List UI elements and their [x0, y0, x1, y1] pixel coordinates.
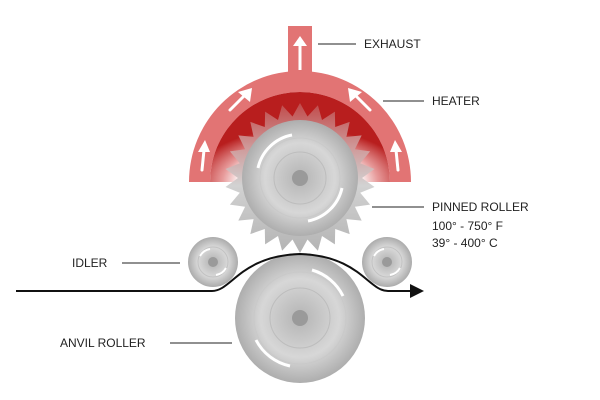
idler-left: [188, 237, 238, 287]
label-temp-c: 39° - 400° C: [432, 236, 498, 250]
idler-right: [362, 237, 412, 287]
label-pinned-roller: PINNED ROLLER: [432, 200, 529, 214]
pinned-roller: [225, 103, 375, 253]
rotation-arc-icon: [256, 133, 293, 169]
label-anvil-roller: ANVIL ROLLER: [60, 336, 146, 350]
web-direction-arrow-icon: [410, 284, 424, 298]
label-heater: HEATER: [432, 94, 480, 108]
rotation-arc-icon: [254, 339, 291, 368]
anvil-roller: [235, 253, 365, 383]
rotation-arc-icon: [311, 268, 345, 297]
heat-flow-arrows-icon: [198, 88, 402, 172]
label-exhaust: EXHAUST: [364, 37, 421, 51]
label-idler: IDLER: [72, 256, 108, 270]
rotation-arc-icon: [307, 187, 344, 223]
label-temp-f: 100° - 750° F: [432, 219, 503, 233]
heater-hood: [189, 71, 411, 182]
web-path: [16, 252, 424, 298]
exhaust-arrow-icon: [293, 36, 307, 70]
leader-lines: [122, 43, 424, 344]
pinned-roller-hub: [292, 170, 308, 186]
